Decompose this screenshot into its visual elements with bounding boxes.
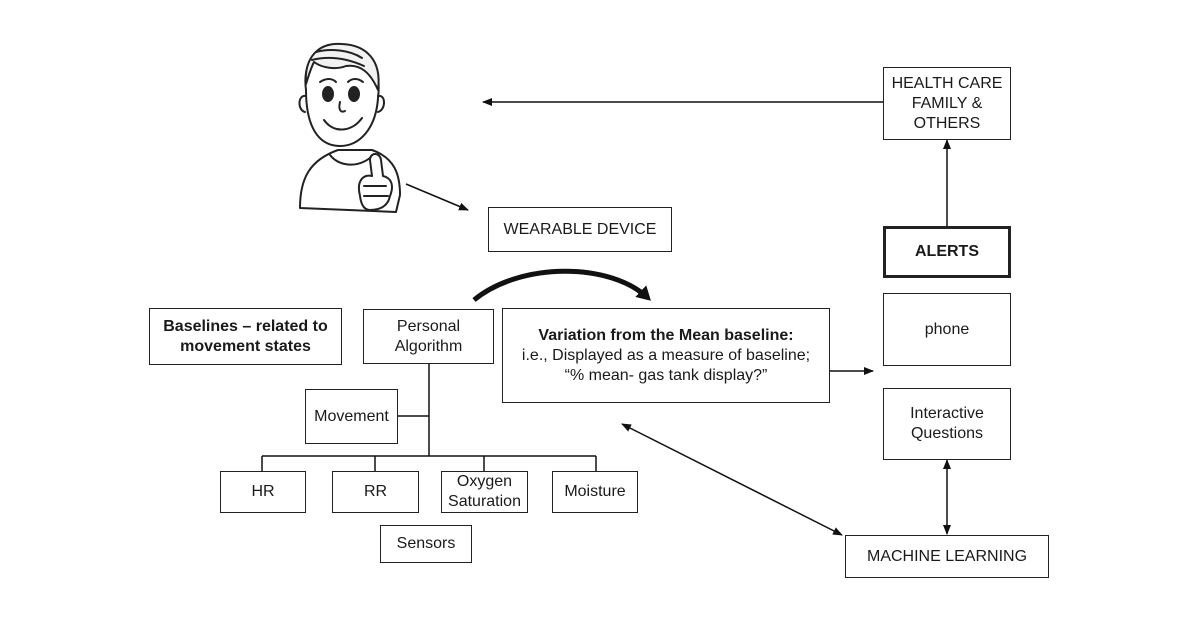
health-care-line1: HEALTH CARE — [892, 74, 1003, 94]
oxygen-line2: Saturation — [448, 492, 521, 512]
health-care-family-others-box: HEALTH CARE FAMILY & OTHERS — [883, 67, 1011, 140]
health-care-line3: OTHERS — [914, 114, 981, 134]
wearable-device-box: WEARABLE DEVICE — [488, 207, 672, 252]
variation-title: Variation from the Mean baseline: — [538, 326, 793, 346]
interactive-questions-line1: Interactive — [910, 404, 984, 424]
baselines-line1: Baselines – related to — [163, 317, 328, 337]
interactive-questions-line2: Questions — [911, 424, 983, 444]
variation-line2: i.e., Displayed as a measure of baseline… — [522, 346, 810, 366]
smiling-person-thumbs-up-icon — [299, 44, 400, 212]
machine-learning-label: MACHINE LEARNING — [867, 547, 1027, 567]
personal-algorithm-line1: Personal — [397, 317, 460, 337]
moisture-label: Moisture — [564, 482, 625, 502]
baselines-box: Baselines – related to movement states — [149, 308, 342, 365]
alerts-box: ALERTS — [883, 226, 1011, 278]
phone-box: phone — [883, 293, 1011, 366]
hr-label: HR — [251, 482, 274, 502]
sensors-label: Sensors — [397, 534, 456, 554]
oxygen-line1: Oxygen — [457, 472, 512, 492]
oxygen-saturation-box: Oxygen Saturation — [441, 471, 528, 513]
rr-box: RR — [332, 471, 419, 513]
personal-algorithm-box: Personal Algorithm — [363, 309, 494, 364]
hr-box: HR — [220, 471, 306, 513]
movement-box: Movement — [305, 389, 398, 444]
arrow-variation-machinelearning — [622, 424, 842, 535]
rr-label: RR — [364, 482, 387, 502]
curved-arrow-algorithm-to-variation — [474, 271, 648, 300]
interactive-questions-box: Interactive Questions — [883, 388, 1011, 460]
moisture-box: Moisture — [552, 471, 638, 513]
health-care-line2: FAMILY & — [912, 94, 983, 114]
arrow-person-to-wearable — [406, 184, 468, 210]
baselines-line2: movement states — [180, 337, 311, 357]
variation-line3: “% mean- gas tank display?” — [565, 366, 768, 386]
alerts-label: ALERTS — [915, 242, 979, 262]
sensors-box: Sensors — [380, 525, 472, 563]
wearable-device-label: WEARABLE DEVICE — [504, 220, 657, 240]
machine-learning-box: MACHINE LEARNING — [845, 535, 1049, 578]
variation-box: Variation from the Mean baseline: i.e., … — [502, 308, 830, 403]
movement-label: Movement — [314, 407, 389, 427]
phone-label: phone — [925, 320, 970, 340]
personal-algorithm-line2: Algorithm — [395, 337, 463, 357]
